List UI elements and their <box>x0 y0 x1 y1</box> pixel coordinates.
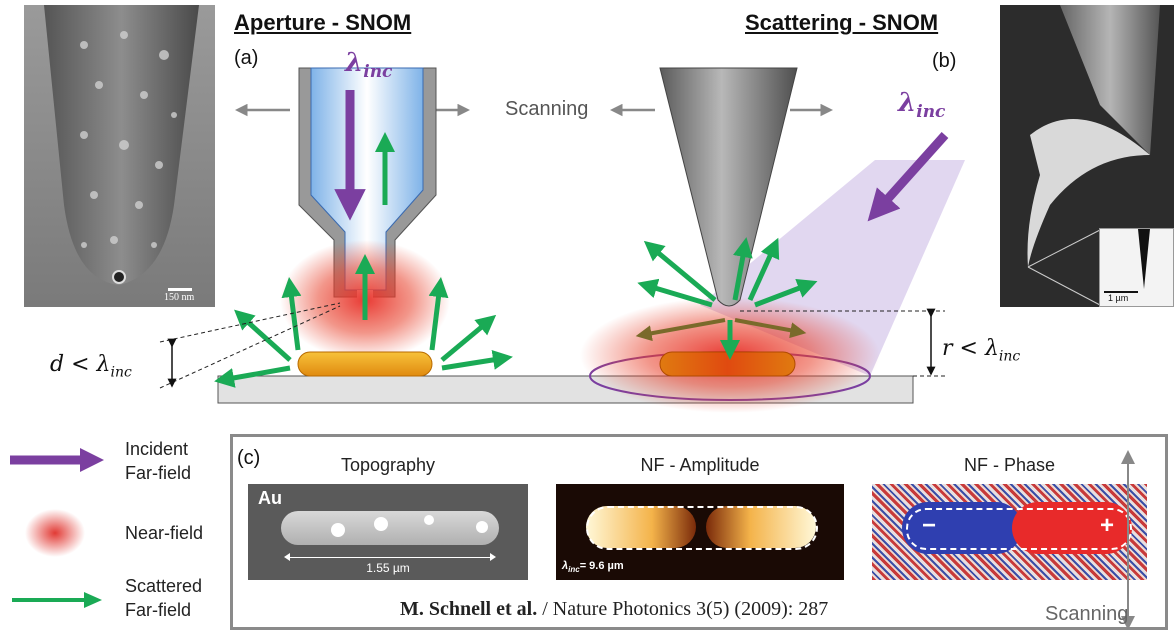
legend-nearfield-line1: Near-field <box>125 523 204 543</box>
amplitude-image: λinc= 9.6 µm <box>556 484 844 580</box>
phase-title: NF - Phase <box>963 455 1056 475</box>
lambda-sub: inc <box>916 102 946 123</box>
length-arrow <box>286 557 494 558</box>
lambda-symbol: λ <box>345 48 364 78</box>
d-lambda: λ <box>96 352 111 377</box>
citation-source: / Nature Photonics 3(5) (2009): 287 <box>537 598 829 620</box>
scanning-vertical-label: Scanning <box>1045 603 1129 625</box>
legend-icons <box>10 448 104 608</box>
lambda-symbol: λ <box>898 88 917 118</box>
r-distance-label: r < λinc <box>942 336 1020 364</box>
legend-incident-line1: Incident <box>125 439 189 459</box>
legend-scattered-line2: Far-field <box>125 600 192 620</box>
r-prefix: r < <box>942 336 978 361</box>
panel-label-a: (a) <box>234 47 259 69</box>
au-label: Au <box>258 488 282 508</box>
scattering-tip-sem-image: 1 µm <box>1000 5 1174 307</box>
scattering-snom-title: Scattering - SNOM <box>745 10 939 35</box>
phase-plus: + <box>1100 512 1115 539</box>
amp-lambda-value: = 9.6 µm <box>579 560 624 572</box>
d-prefix: d < <box>50 352 90 377</box>
legend-scattered: Scattered Far-field <box>125 574 202 622</box>
particle <box>374 517 388 531</box>
snom-schematic <box>159 67 965 413</box>
inset-box: 1 µm <box>1099 228 1174 307</box>
purple-arrow-icon <box>10 448 104 472</box>
vertical-scanning-arrow <box>1121 450 1135 630</box>
panel-label-c: (c) <box>237 447 261 469</box>
legend-incident-line2: Far-field <box>125 463 192 483</box>
panel-c-frame <box>230 434 1168 630</box>
scale-bar-line <box>168 288 192 291</box>
particle <box>424 515 434 525</box>
aperture-snom-title: Aperture - SNOM <box>234 10 412 35</box>
particle <box>331 523 345 537</box>
amp-lambda-sub: inc <box>568 565 580 575</box>
red-glow-icon <box>25 509 85 557</box>
legend-scattered-line1: Scattered <box>125 576 203 596</box>
r-lambda: λ <box>984 336 999 361</box>
amp-lambda: λ <box>562 560 569 572</box>
amplitude-dashed-outline <box>586 506 818 550</box>
phase-dashed-outline <box>906 508 1132 550</box>
length-arrow-left-head <box>284 553 290 561</box>
inset-scale-label: 1 µm <box>1108 293 1129 303</box>
green-arrow-icon <box>12 592 102 608</box>
amplitude-title: NF - Amplitude <box>640 455 760 475</box>
topography-image: Au 1.55 µm <box>248 484 528 580</box>
citation: M. Schnell et al. / Nature Photonics 3(5… <box>400 598 828 621</box>
d-lambda-sub: inc <box>110 364 132 381</box>
scanning-label: Scanning <box>505 98 589 120</box>
length-label: 1.55 µm <box>366 561 410 575</box>
lambda-sub: inc <box>363 62 393 83</box>
r-lambda-sub: inc <box>998 348 1021 365</box>
particle <box>476 521 488 533</box>
phase-minus: − <box>922 512 937 539</box>
d-distance-label: d < λinc <box>50 352 132 380</box>
legend-nearfield: Near-field <box>125 521 203 545</box>
topography-rod <box>281 511 499 545</box>
scale-bar-label: 150 nm <box>164 292 195 303</box>
panel-label-b: (b) <box>932 50 957 72</box>
amplitude-lambda-label: λinc= 9.6 µm <box>562 560 624 574</box>
phase-image: − + <box>872 484 1147 580</box>
length-arrow-right-head <box>490 553 496 561</box>
citation-authors: M. Schnell et al. <box>400 598 538 620</box>
inset-scale-bar <box>1104 291 1138 293</box>
aperture-tip-sem-image: 150 nm <box>24 5 215 307</box>
lambda-inc-label-scattering: λinc <box>898 88 945 122</box>
lambda-inc-label-aperture: λinc <box>345 48 392 82</box>
legend-incident: Incident Far-field <box>125 437 191 485</box>
topography-title: Topography <box>340 455 436 475</box>
inset-tip <box>1138 229 1150 289</box>
